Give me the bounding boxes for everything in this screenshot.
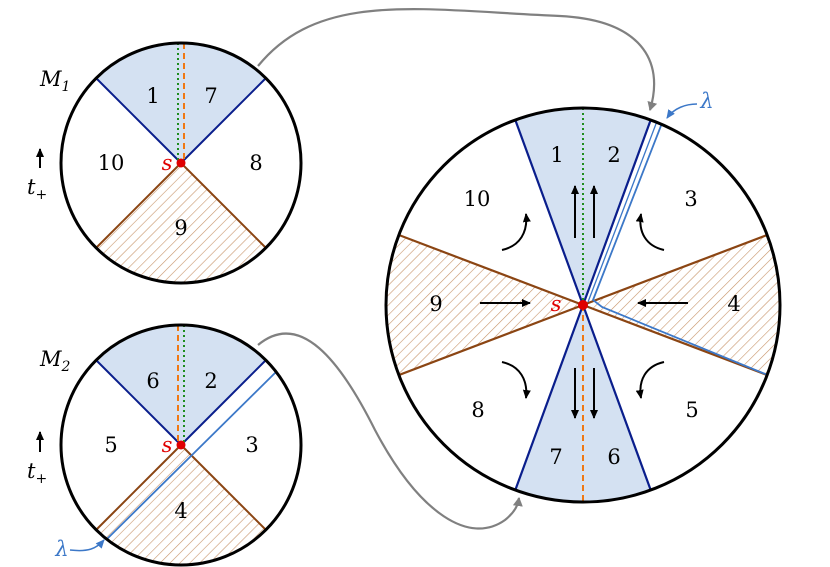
m2-region-2: 2 — [204, 369, 217, 393]
m1-point-label: s — [162, 151, 173, 175]
combined-boundary — [384, 106, 782, 504]
combined-navy-3 — [506, 304, 585, 502]
combined-curve-arrow-5 — [635, 361, 665, 399]
m2-region-6: 6 — [146, 369, 159, 393]
m2-hatched-sector — [96, 445, 266, 565]
m1-blue-sector — [96, 43, 266, 163]
combined-curve-arrow-10 — [501, 213, 531, 251]
m1-region-7: 7 — [204, 84, 217, 108]
m1-navy-right — [180, 77, 267, 164]
combined-hatch-wedge-right — [583, 224, 780, 386]
m1-region-8: 8 — [249, 151, 262, 175]
combined-navy-4 — [581, 304, 660, 502]
combined-lambda-label: λ — [699, 89, 713, 113]
combined-brown-2 — [582, 222, 780, 307]
m1-hatched-sector — [96, 163, 266, 283]
combined-region-6: 6 — [607, 445, 620, 469]
m1-brown-right — [180, 162, 267, 249]
combined-curve-arrow-8 — [501, 361, 531, 399]
combined-region-8: 8 — [471, 398, 484, 422]
combined-navy-1 — [506, 108, 585, 306]
m1-region-9: 9 — [174, 216, 187, 240]
combined-diagram: 1 2 3 4 5 6 7 8 9 10 s λ — [384, 89, 782, 504]
m1-title: M1 — [39, 67, 70, 95]
m2-navy-right — [180, 359, 267, 446]
combined-curve-arrow-3 — [635, 213, 665, 251]
combined-region-10: 10 — [464, 187, 491, 211]
combined-point-s — [578, 300, 588, 310]
m1-time-label: t+ — [27, 175, 47, 203]
m2-time-label: t+ — [27, 459, 47, 487]
combined-region-2: 2 — [607, 143, 620, 167]
connector-m1-to-combined — [257, 8, 658, 111]
combined-lambda-line-b — [587, 115, 660, 303]
m2-lambda-pointer — [69, 539, 105, 552]
m2-lambda-line — [105, 371, 277, 541]
combined-lambda-pointer — [666, 103, 698, 119]
m2-region-5: 5 — [104, 433, 117, 457]
m2-blue-sector — [96, 325, 266, 445]
combined-region-4: 4 — [727, 292, 740, 316]
combined-brown-3 — [386, 303, 584, 388]
m2-region-3: 3 — [245, 433, 258, 457]
m2-diagram: 6 2 5 3 4 s M2 t+ λ — [27, 323, 303, 567]
combined-region-3: 3 — [684, 187, 697, 211]
combined-brown-1 — [386, 222, 584, 307]
m1-diagram: 1 7 10 8 9 s M1 t+ — [27, 41, 303, 285]
m1-point-s — [176, 158, 186, 168]
connector-m2-to-combined — [257, 332, 523, 530]
combined-point-label: s — [551, 292, 562, 316]
combined-navy-2 — [581, 108, 660, 306]
m2-lambda-label: λ — [54, 537, 68, 561]
combined-region-5: 5 — [685, 398, 698, 422]
m1-region-10: 10 — [98, 151, 125, 175]
m1-navy-left — [95, 77, 182, 164]
m2-navy-left — [95, 359, 182, 446]
m1-region-1: 1 — [146, 84, 159, 108]
m2-point-label: s — [162, 433, 173, 457]
combined-hatch-wedge-left — [386, 224, 583, 386]
m2-title: M2 — [39, 347, 71, 375]
combined-lambda-line-a — [591, 117, 771, 377]
combined-blue-wedge-top — [508, 108, 658, 305]
m2-brown-left — [95, 444, 182, 531]
m2-brown-right — [180, 444, 267, 531]
combined-region-1: 1 — [550, 143, 563, 167]
m2-boundary — [59, 323, 303, 567]
m1-boundary — [59, 41, 303, 285]
m2-point-s — [176, 440, 186, 450]
m1-brown-left — [95, 162, 182, 249]
combined-region-7: 7 — [549, 445, 562, 469]
combined-region-9: 9 — [429, 292, 442, 316]
m2-region-4: 4 — [174, 499, 187, 523]
